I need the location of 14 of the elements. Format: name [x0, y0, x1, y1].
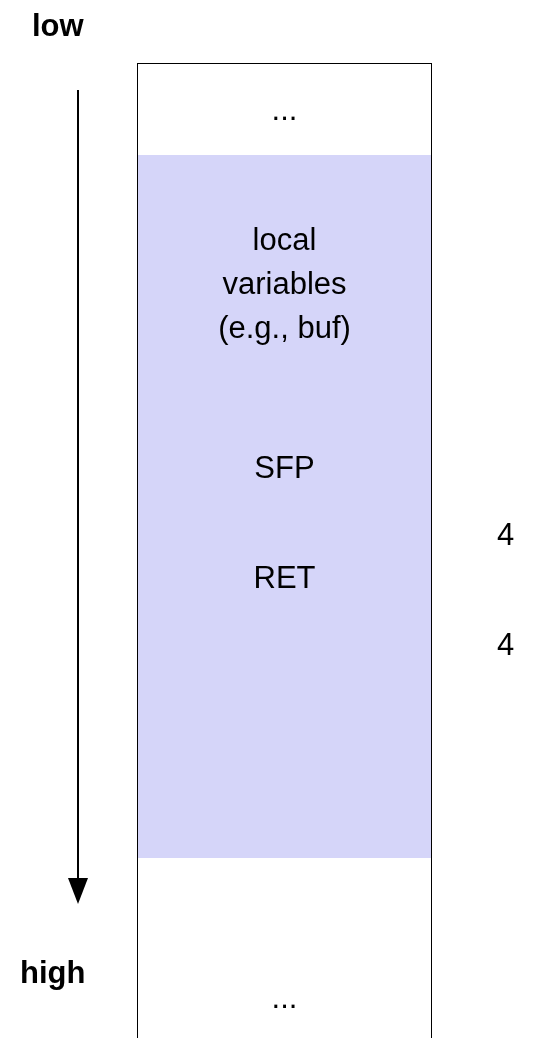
cell-label: SFP: [254, 449, 315, 488]
size-label: 4: [497, 517, 515, 553]
cell-label: local variables (e.g., buf): [217, 221, 352, 348]
cell-label: ...: [271, 978, 298, 1017]
ellipsis-cell: [137, 950, 432, 1038]
stack-frame-cell: [137, 633, 432, 860]
cell-label: RET: [253, 559, 316, 598]
stack-cell: [137, 858, 432, 952]
size-label: 4: [497, 627, 515, 663]
address-label: low: [32, 8, 84, 44]
cell-label: ...: [271, 90, 298, 129]
address-label: high: [20, 955, 86, 991]
ellipsis-cell: [137, 63, 432, 157]
stack-frame-cell: [137, 155, 432, 415]
